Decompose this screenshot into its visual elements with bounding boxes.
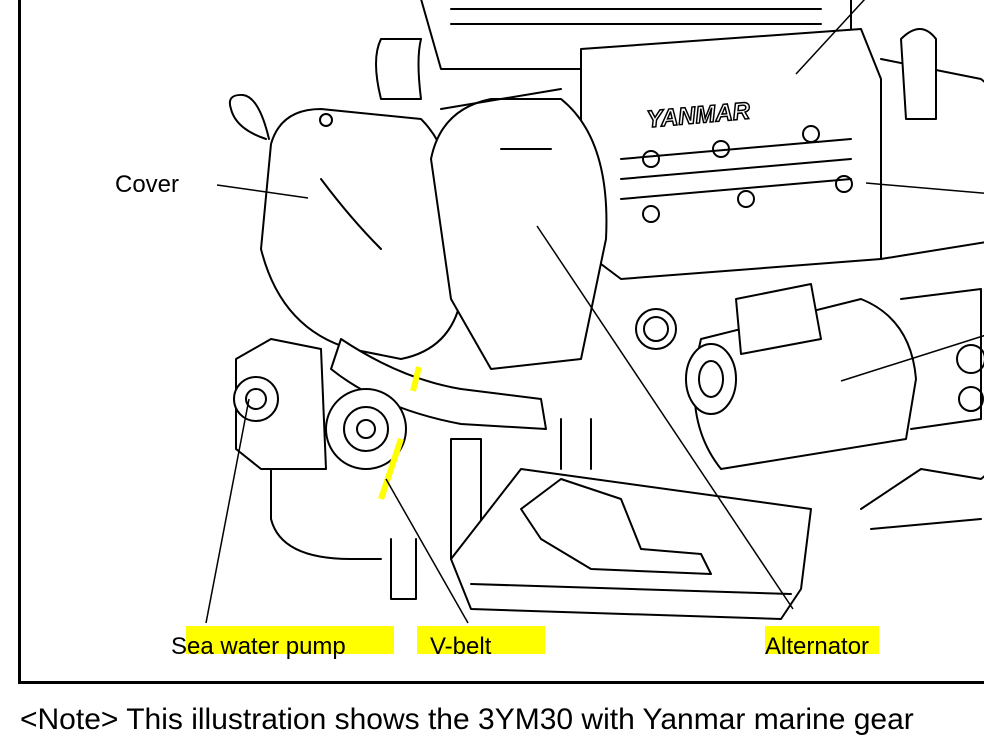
engine-illustration: YANMAR <box>205 0 984 624</box>
figure-note: <Note> This illustration shows the 3YM30… <box>20 703 914 736</box>
alternator-highlight <box>765 626 879 654</box>
v-belt-highlight <box>417 626 545 654</box>
alternator-label: Alternator <box>765 633 870 660</box>
v-belt-label: V-belt <box>430 633 492 660</box>
cover-label: Cover <box>115 171 180 198</box>
sea-water-pump-highlight <box>186 626 394 654</box>
sea-water-pump-label: Sea water pump <box>171 633 346 660</box>
figure-frame: YANMAR Cover Sea water pump V-belt Alter… <box>18 0 984 684</box>
